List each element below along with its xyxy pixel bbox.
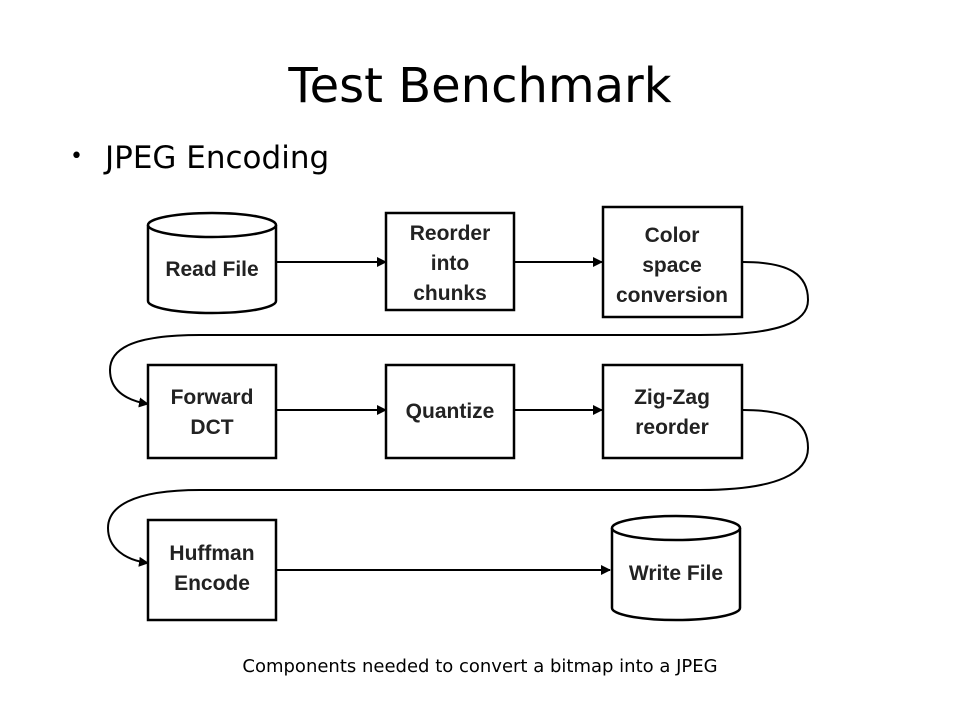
node-label: chunks: [413, 282, 487, 305]
bullet-item: • JPEG Encoding: [70, 140, 329, 176]
node-label: Encode: [174, 572, 250, 595]
node-label: Write File: [629, 562, 723, 585]
node-label: Reorder: [410, 222, 491, 245]
arrow-zigzag-to-huffman: [106, 409, 810, 567]
node-label: Forward: [171, 386, 254, 409]
node-label: reorder: [635, 416, 709, 439]
node-label: into: [431, 252, 469, 275]
slide-title: Test Benchmark: [288, 58, 672, 114]
node-label: Huffman: [169, 542, 254, 565]
node-label: DCT: [190, 416, 233, 439]
node-write-file: Write File: [610, 514, 742, 622]
node-forward-dct: Forward DCT: [146, 363, 278, 460]
bullet-dot-icon: •: [70, 143, 83, 169]
node-label: conversion: [616, 284, 728, 307]
node-label: Quantize: [406, 400, 495, 423]
node-read-file: Read File: [146, 211, 278, 315]
node-huffman-encode: Huffman Encode: [146, 518, 278, 622]
node-label: space: [642, 254, 702, 277]
bullet-text: JPEG Encoding: [104, 140, 330, 176]
node-reorder-into-chunks: Reorder into chunks: [384, 211, 516, 312]
node-label: Read File: [165, 258, 258, 281]
figure-caption: Components needed to convert a bitmap in…: [242, 656, 718, 677]
node-label: Color: [645, 224, 700, 247]
node-color-space-conversion: Color space conversion: [601, 205, 744, 319]
connectors: [106, 257, 810, 575]
node-quantize: Quantize: [384, 363, 516, 460]
node-zigzag-reorder: Zig-Zag reorder: [601, 363, 744, 460]
arrow-color-to-fdct: [108, 261, 810, 408]
node-label: Zig-Zag: [634, 386, 710, 409]
